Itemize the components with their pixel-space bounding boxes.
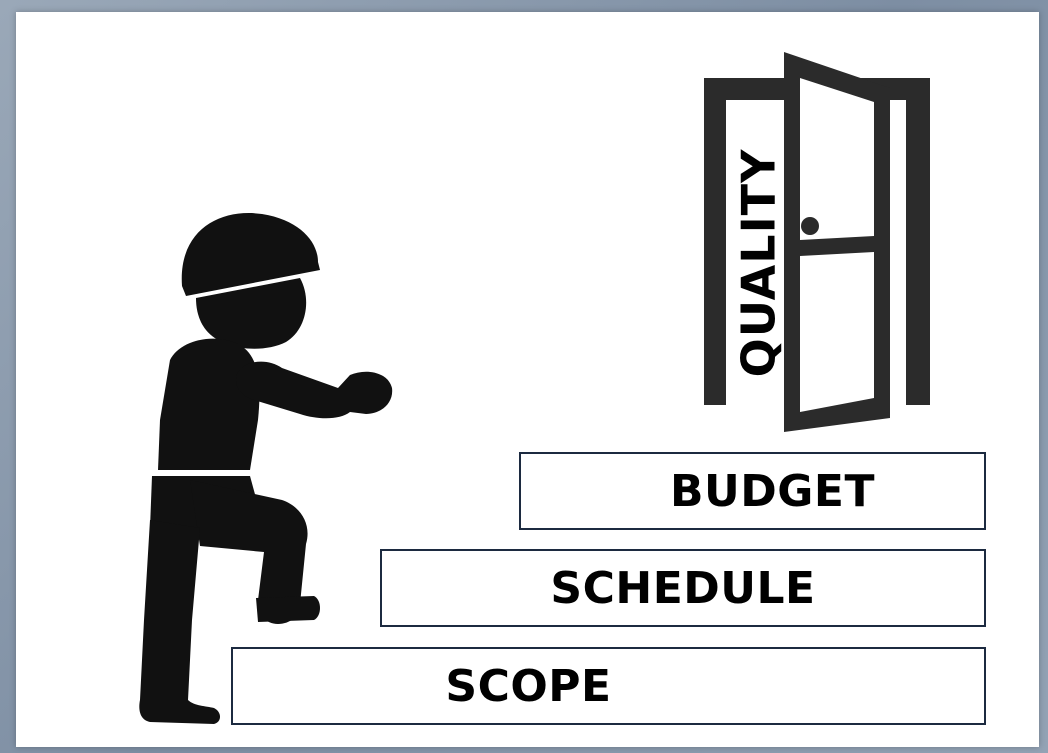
back-leg-icon [139, 520, 220, 724]
arm-icon [235, 361, 393, 419]
step-schedule-label: SCHEDULE [550, 562, 816, 614]
quality-label: QUALITY [731, 148, 786, 377]
head-icon [196, 278, 307, 349]
front-leg-icon [190, 480, 308, 624]
step-budget-label: BUDGET [670, 465, 875, 517]
door-knob-icon [801, 217, 819, 235]
torso-icon [158, 338, 260, 470]
step-schedule: SCHEDULE [380, 549, 986, 627]
quality-text: QUALITY [731, 148, 786, 377]
step-scope: SCOPE [231, 647, 986, 725]
step-scope-label: SCOPE [445, 660, 612, 712]
step-budget: BUDGET [519, 452, 986, 530]
hard-hat-icon [181, 213, 320, 296]
door-frame [704, 78, 930, 405]
